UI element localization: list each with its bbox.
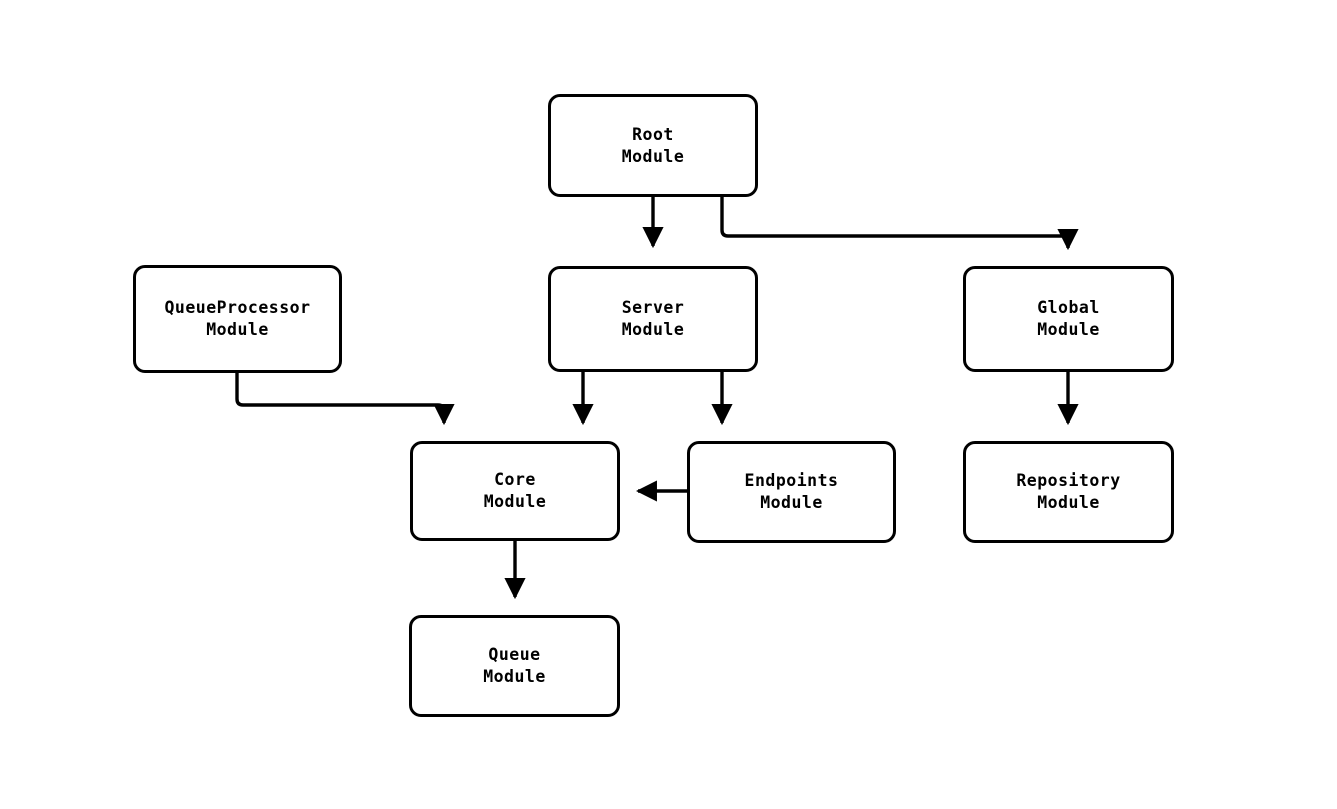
node-endpoints-module[interactable]: Endpoints Module [687,441,896,543]
node-label-line2: Module [483,667,546,686]
node-label-line1: Repository [1016,471,1121,490]
node-label-line2: Module [760,493,823,512]
node-repository-module[interactable]: Repository Module [963,441,1174,543]
edge-queueprocessor-to-core [235,373,455,426]
node-label-line1: Global [1037,298,1100,317]
node-label-line2: Module [483,492,547,511]
node-root-module[interactable]: Root Module [548,94,758,197]
node-label-line2: Module [1037,493,1100,512]
node-queueprocessor-module[interactable]: QueueProcessor Module [133,265,342,373]
node-server-module[interactable]: Server Module [548,266,758,372]
node-label-line1: Queue [488,645,541,664]
edge-root-to-global [720,197,1079,251]
node-label-line2: Module [206,320,269,339]
node-global-module[interactable]: Global Module [963,266,1174,372]
node-core-module[interactable]: Core Module [410,441,620,541]
node-label-line1: Core [494,470,536,489]
node-queue-module[interactable]: Queue Module [409,615,620,717]
node-label-line2: Module [621,146,685,166]
node-label-line1: Root [632,124,674,144]
node-label-line1: QueueProcessor [164,298,311,317]
node-label-line2: Module [621,320,685,339]
node-label-line1: Endpoints [744,471,839,490]
node-label-line1: Server [621,298,685,317]
node-label-line2: Module [1037,320,1100,339]
